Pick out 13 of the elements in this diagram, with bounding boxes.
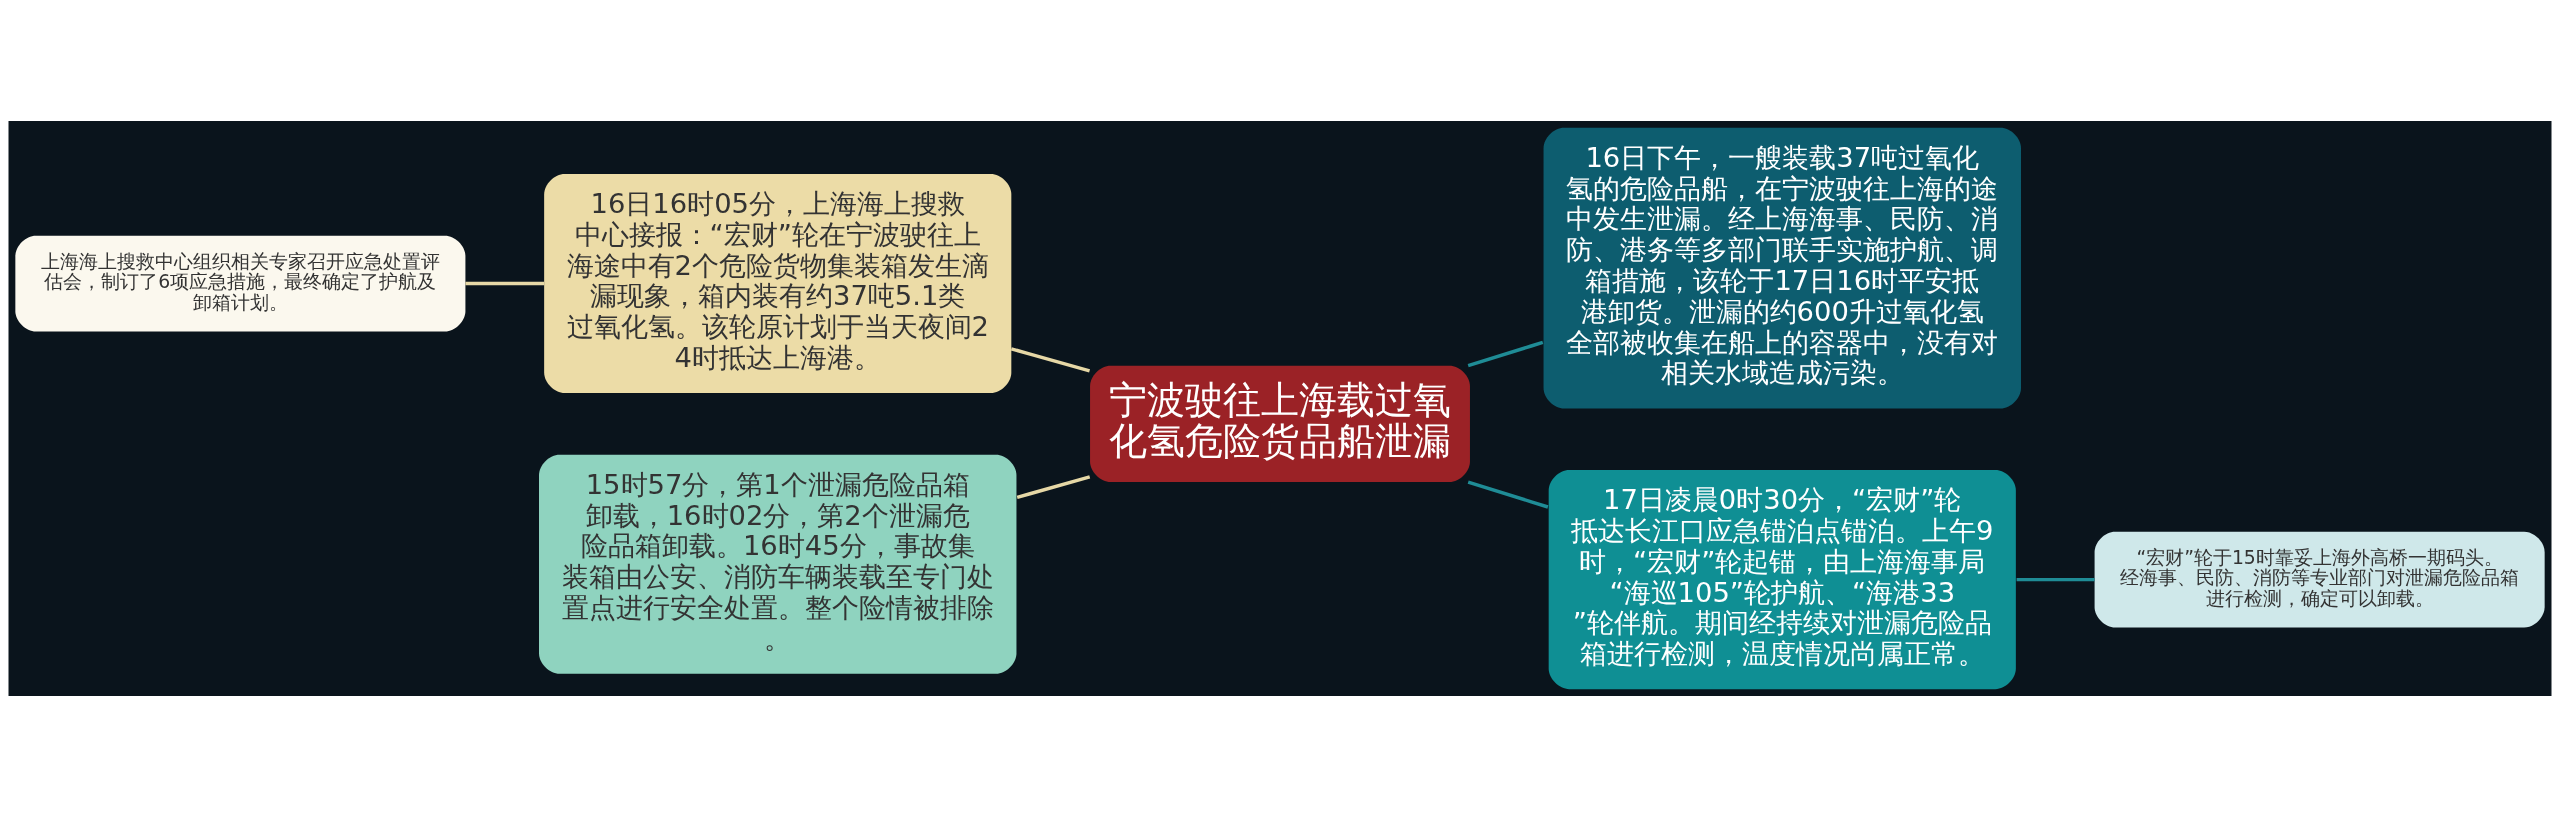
connector — [1016, 475, 1091, 499]
connector — [1467, 340, 1544, 368]
node-box: 15时57分，第1个泄漏危险品箱卸载，16时02分，第2个泄漏危险品箱卸载。16时45分，事故集装箱由公安、消防车辆装载至专门处置点进行安全处置。整个险情被排除。 — [539, 454, 1017, 674]
node-box: 16日16时05分，上海海上搜救中心接报：“宏财”轮在宁波驶往上海途中有2个危险货物集装箱发生滴漏现象，箱内装有约37吨5.1类过氧化氢。该轮原计划于当天夜间24时抵达上海港。 — [544, 174, 1012, 394]
connector — [2016, 577, 2095, 582]
node-box: 宁波驶往上海载过氧化氢危险货品船泄漏 — [1090, 365, 1470, 483]
connector — [465, 281, 545, 286]
node-box: 17日凌晨0时30分，“宏财”轮抵达长江口应急锚泊点锚泊。上午9时，“宏财”轮起锚，由上海海事局“海巡105”轮护航、“海港33”轮伴航。期间经持续对泄漏危险品箱进行检测，温度情况尚属正常。 — [1548, 470, 2016, 690]
node-box: 上海海上搜救中心组织相关专家召开应急处置评估会，制订了6项应急措施，最终确定了护航及卸箱计划。 — [15, 235, 466, 332]
connector — [1467, 480, 1549, 509]
connector — [1010, 347, 1091, 373]
node-box: “宏财”轮于15时靠妥上海外高桥一期码头。经海事、民防、消防等专业部门对泄漏危险品箱进行检测，确定可以卸载。 — [2094, 531, 2545, 628]
node-box: 16日下午，一艘装载37吨过氧化氢的危险品船，在宁波驶往上海的途中发生泄漏。经上海海事、民防、消防、港务等多部门联手实施护航、调箱措施，该轮于17日16时平安抵港卸货。泄漏的约600升过氧化氢全部被收集在船上的容器中，没有对相关水域造成污染。 — [1543, 127, 2021, 409]
